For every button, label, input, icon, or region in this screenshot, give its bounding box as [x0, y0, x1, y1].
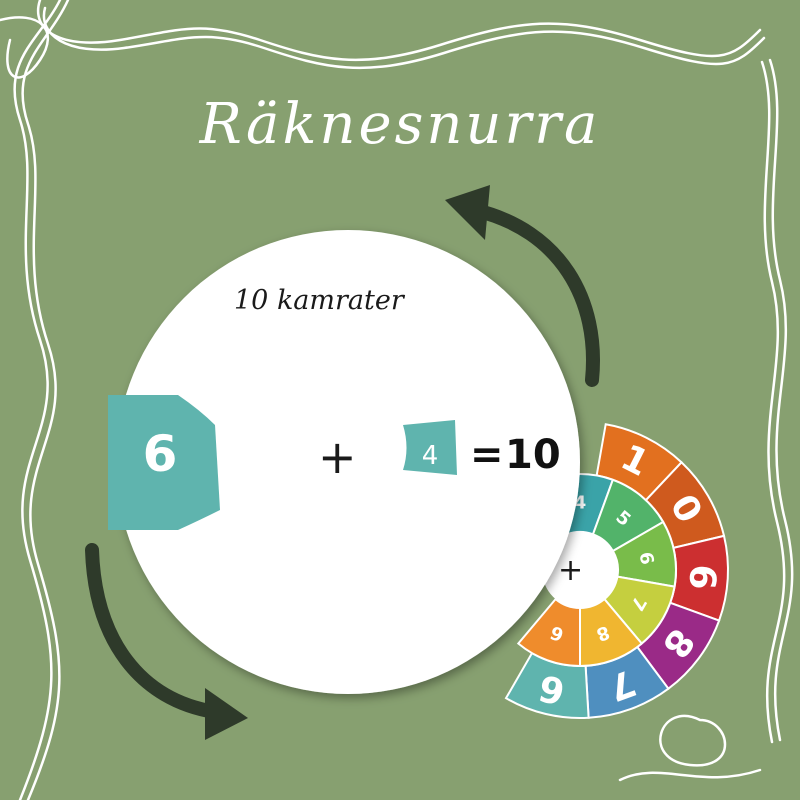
subtitle: 10 kamrater — [234, 285, 404, 316]
result-number: 10 — [505, 432, 561, 478]
arrow-up-icon — [468, 203, 600, 387]
arrow-down-icon — [85, 543, 222, 719]
operator-plus: + — [318, 430, 357, 484]
arrow-down-head — [205, 688, 248, 740]
outer-wheel-label: 6 — [681, 563, 723, 590]
window-left — [108, 395, 220, 530]
page-title: Räknesnurra — [199, 92, 601, 157]
arrow-up-head — [445, 185, 490, 240]
window-right — [403, 420, 457, 475]
white-disc[interactable] — [116, 230, 580, 694]
right-number: 4 — [421, 441, 439, 471]
left-number: 6 — [142, 425, 178, 483]
inner-wheel-label: 6 — [635, 550, 658, 566]
wheel-plus-sign: + — [558, 553, 583, 588]
equals-sign: = — [470, 432, 504, 478]
inner-wheel-segment — [516, 597, 581, 668]
